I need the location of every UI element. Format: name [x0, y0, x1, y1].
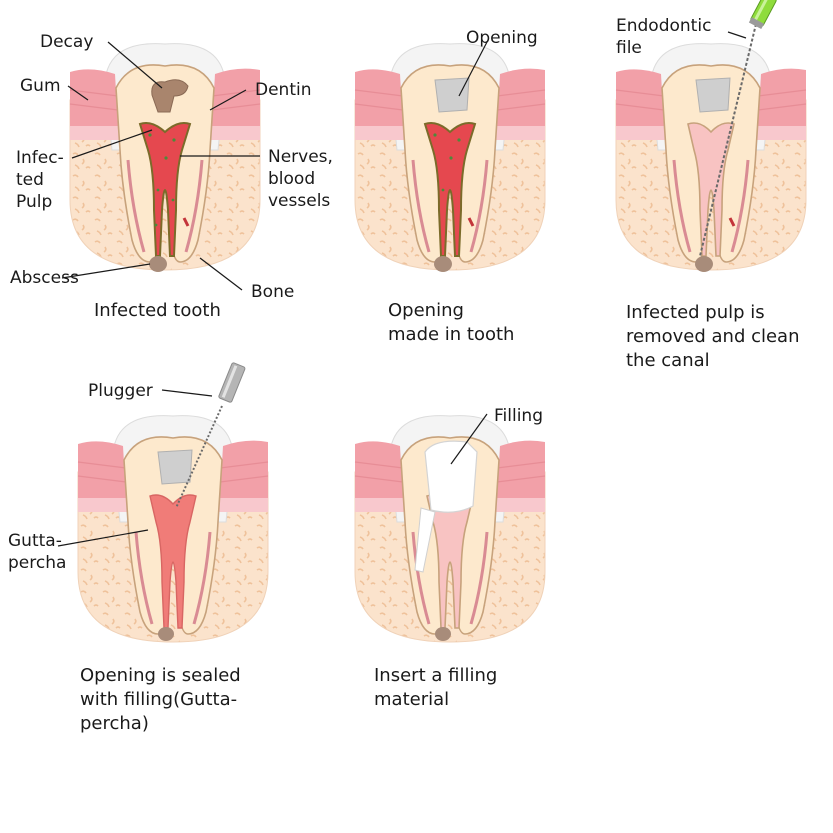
panel-filling: [354, 413, 546, 643]
panel-infected-tooth: [61, 41, 261, 291]
label-decay: Decay: [40, 32, 94, 52]
opening-cavity: [434, 77, 470, 113]
caption-sealed: Opening is sealed with filling(Gutta- pe…: [80, 665, 241, 734]
decay-spot: [151, 79, 189, 113]
caption-filling: Insert a filling material: [374, 665, 498, 710]
label-filling: Filling: [494, 406, 543, 426]
label-gum: Gum: [20, 76, 61, 96]
caption-infected-tooth: Infected tooth: [94, 300, 221, 321]
infected-pulp: [138, 122, 192, 257]
label-opening: Opening: [466, 28, 538, 48]
endodontic-file-tool: [699, 0, 777, 257]
abscess-spot: [149, 256, 167, 272]
filling-material: [424, 440, 478, 513]
panel-opening: [354, 41, 546, 272]
label-bone: Bone: [251, 282, 295, 302]
label-endodontic-file: Endodontic file: [616, 16, 712, 58]
plugger-tool: [175, 362, 246, 509]
label-dentin: Dentin: [255, 80, 312, 100]
label-nerves: Nerves, blood vessels: [268, 147, 333, 211]
panel-cleaning: [615, 0, 807, 272]
label-abscess: Abscess: [10, 268, 79, 288]
gutta-percha-fill: [149, 494, 197, 629]
label-gutta-percha: Gutta- percha: [8, 531, 67, 573]
label-plugger: Plugger: [88, 381, 153, 401]
panel-sealed: [57, 362, 269, 643]
caption-cleaning: Infected pulp is removed and clean the c…: [626, 302, 800, 371]
label-infected-pulp: Infec- ted Pulp: [16, 148, 64, 212]
caption-opening: Opening made in tooth: [388, 300, 515, 345]
